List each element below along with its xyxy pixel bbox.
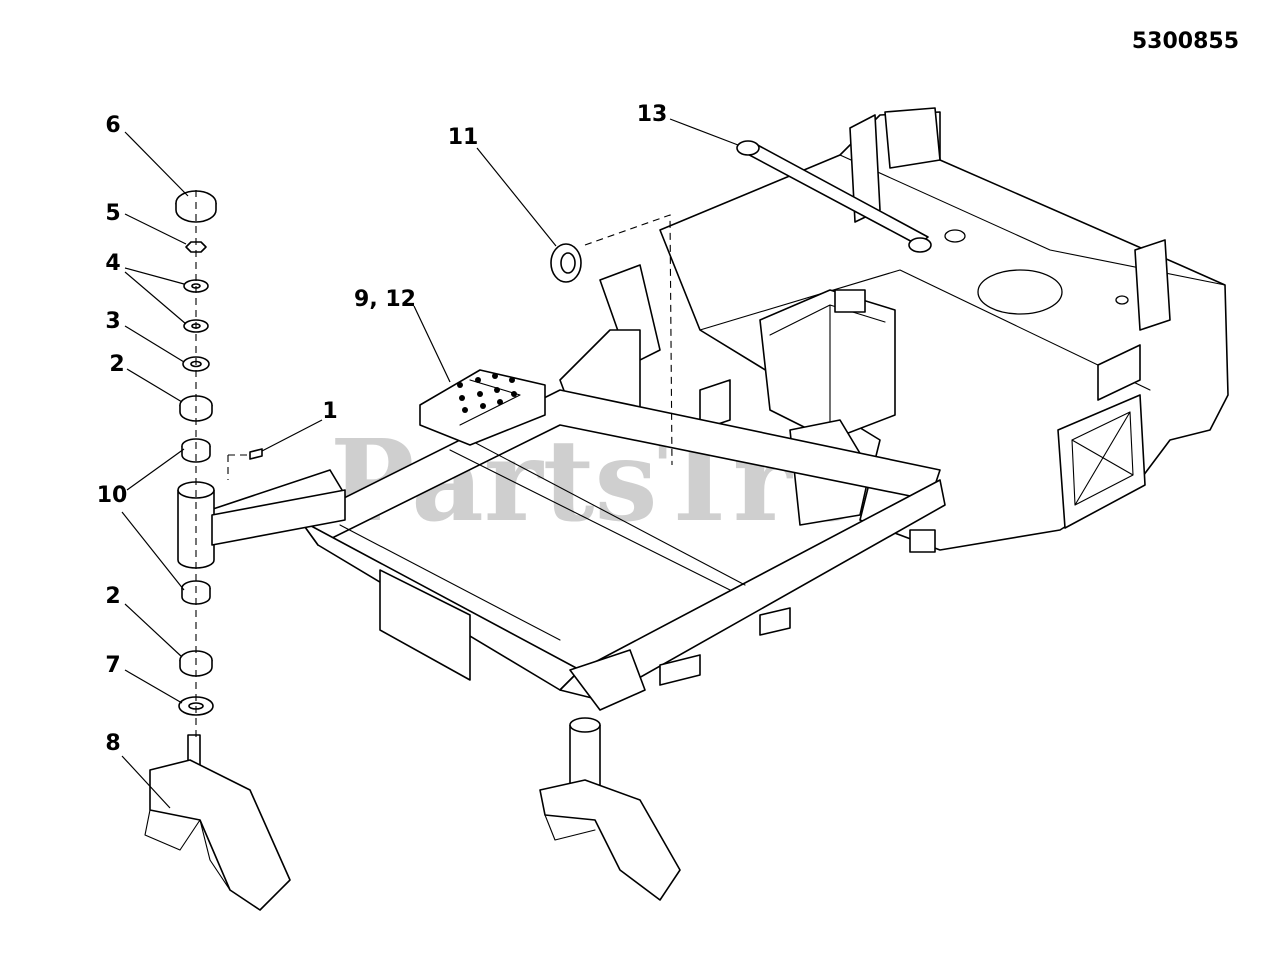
callout-4: 4: [105, 251, 120, 276]
callout-9-12: 9, 12: [354, 287, 416, 312]
callout-13: 13: [637, 102, 668, 127]
callout-7: 7: [105, 653, 120, 678]
callout-2-upper: 2: [109, 352, 124, 377]
callout-2-lower: 2: [105, 584, 120, 609]
callout-3: 3: [105, 309, 120, 334]
callout-10: 10: [97, 483, 128, 508]
bar-part: [736, 140, 932, 253]
left-caster-stack: [144, 190, 346, 911]
callout-8: 8: [105, 731, 120, 756]
callout-11: 11: [448, 125, 479, 150]
grommet-part: [550, 214, 673, 466]
diagram-number: 5300855: [1132, 29, 1239, 54]
main-frame: [209, 107, 1229, 711]
callout-1: 1: [322, 399, 337, 424]
right-caster: [539, 717, 681, 901]
callout-6: 6: [105, 113, 120, 138]
callouts: 6 5 4 3 2 1 10 2 7 8 9, 12 11: [97, 102, 739, 809]
callout-5: 5: [105, 201, 120, 226]
